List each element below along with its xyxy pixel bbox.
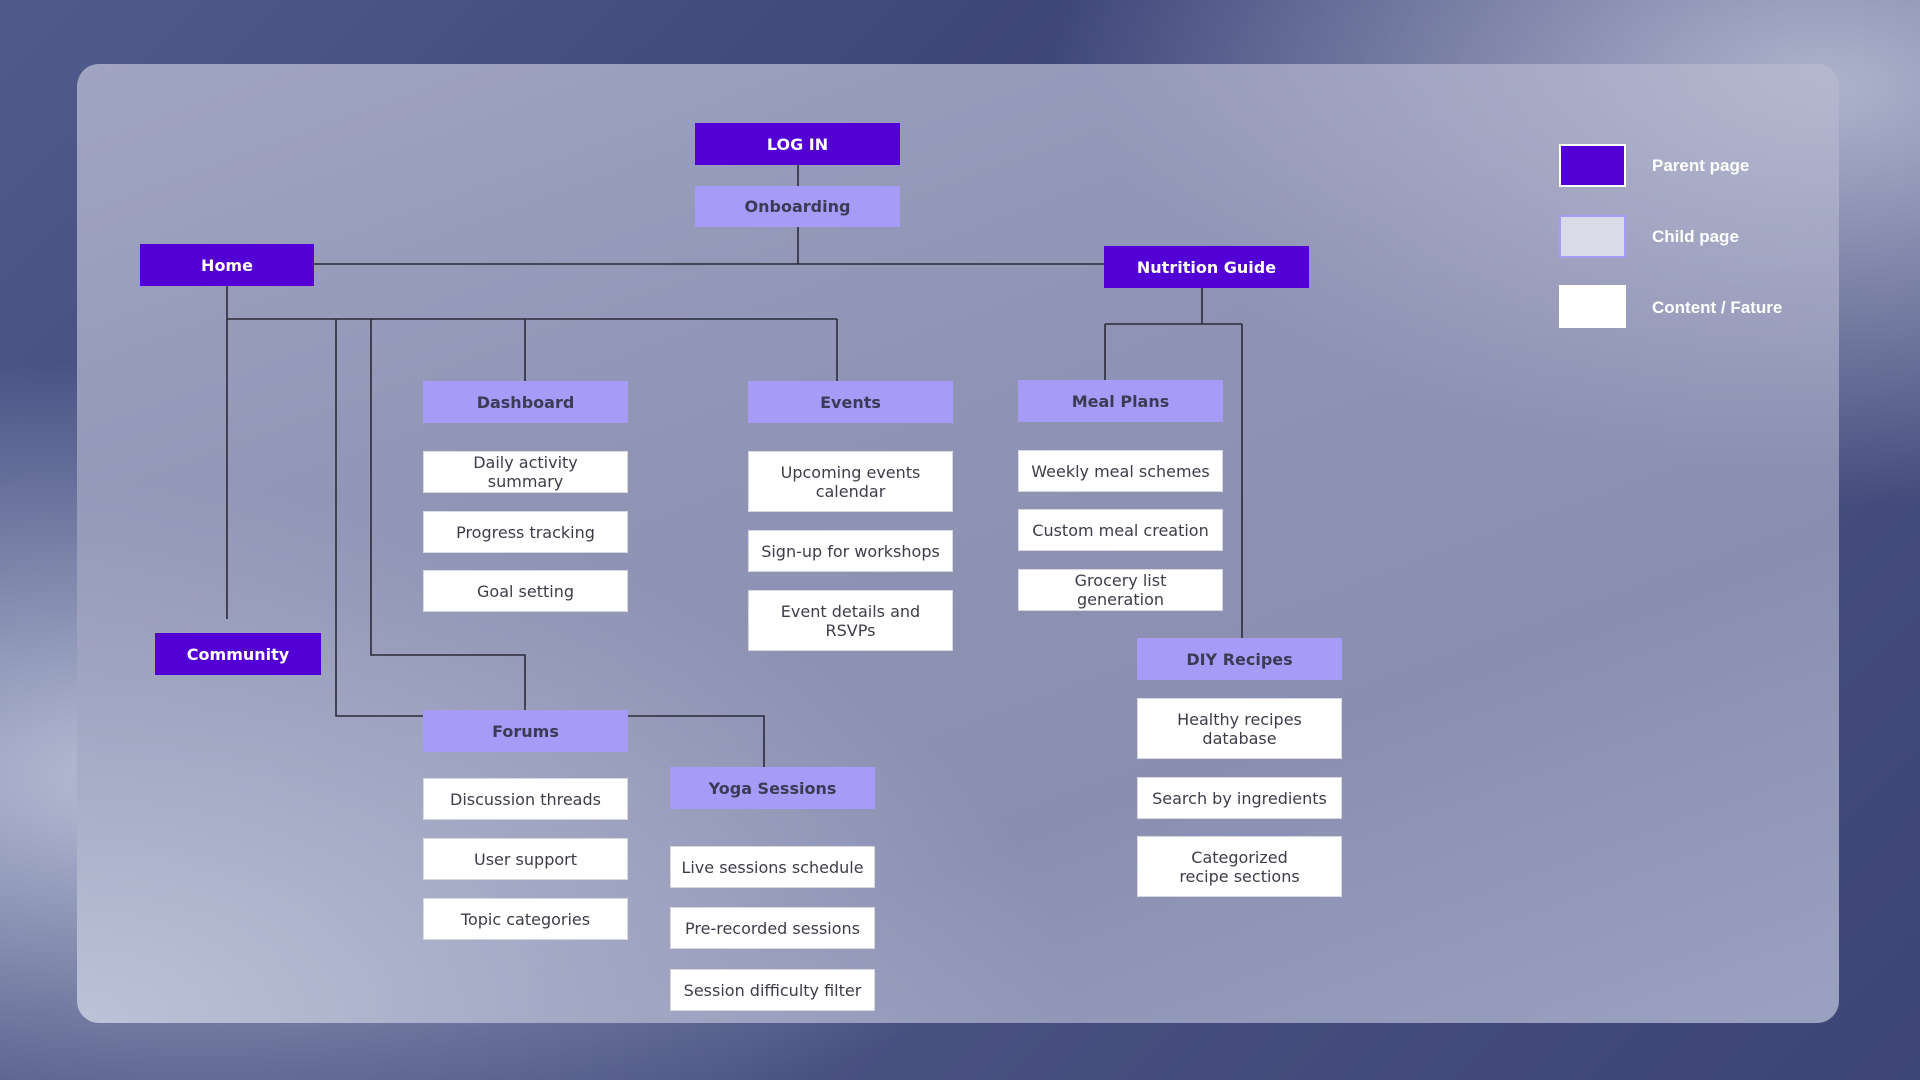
feature-search-by-ingredients[interactable]: Search by ingredients	[1137, 777, 1342, 819]
legend-parent-label: Parent page	[1652, 156, 1750, 175]
feature-discussion-threads[interactable]: Discussion threads	[423, 778, 628, 820]
legend-parent-swatch	[1559, 144, 1626, 187]
feature-custom-meal-creation[interactable]: Custom meal creation	[1018, 509, 1223, 551]
node-forums[interactable]: Forums	[423, 710, 628, 752]
node-events[interactable]: Events	[748, 381, 953, 423]
feature-sign-up-workshops[interactable]: Sign-up for workshops	[748, 530, 953, 572]
node-diy-recipes[interactable]: DIY Recipes	[1137, 638, 1342, 680]
node-yoga-sessions[interactable]: Yoga Sessions	[670, 767, 875, 809]
connector-bus-forums-top	[370, 319, 526, 710]
node-nutrition-guide[interactable]: Nutrition Guide	[1104, 246, 1309, 288]
node-community[interactable]: Community	[155, 633, 321, 675]
legend-child-swatch	[1559, 215, 1626, 258]
feature-healthy-recipes-database[interactable]: Healthy recipes database	[1137, 698, 1342, 759]
feature-upcoming-events-calendar[interactable]: Upcoming events calendar	[748, 451, 953, 512]
node-meal-plans[interactable]: Meal Plans	[1018, 380, 1223, 422]
feature-grocery-list-generation[interactable]: Grocery list generation	[1018, 569, 1223, 611]
feature-event-details-rsvps[interactable]: Event details and RSVPs	[748, 590, 953, 651]
feature-progress-tracking[interactable]: Progress tracking	[423, 511, 628, 553]
feature-session-difficulty-filter[interactable]: Session difficulty filter	[670, 969, 875, 1011]
node-home[interactable]: Home	[140, 244, 314, 286]
legend-content-swatch	[1559, 285, 1626, 328]
connector-bus-forums-left	[335, 319, 423, 717]
feature-categorized-recipe-sections[interactable]: Categorized recipe sections	[1137, 836, 1342, 897]
feature-user-support[interactable]: User support	[423, 838, 628, 880]
legend-child-label: Child page	[1652, 227, 1739, 246]
legend-content-label: Content / Fature	[1652, 298, 1783, 317]
node-onboarding[interactable]: Onboarding	[695, 186, 900, 227]
feature-pre-recorded-sessions[interactable]: Pre-recorded sessions	[670, 907, 875, 949]
node-dashboard[interactable]: Dashboard	[423, 381, 628, 423]
connector-forums-yoga	[627, 715, 765, 767]
feature-live-sessions-schedule[interactable]: Live sessions schedule	[670, 846, 875, 888]
feature-topic-categories[interactable]: Topic categories	[423, 898, 628, 940]
feature-goal-setting[interactable]: Goal setting	[423, 570, 628, 612]
feature-weekly-meal-schemes[interactable]: Weekly meal schemes	[1018, 450, 1223, 492]
feature-daily-activity-summary[interactable]: Daily activity summary	[423, 451, 628, 493]
node-login[interactable]: LOG IN	[695, 123, 900, 165]
